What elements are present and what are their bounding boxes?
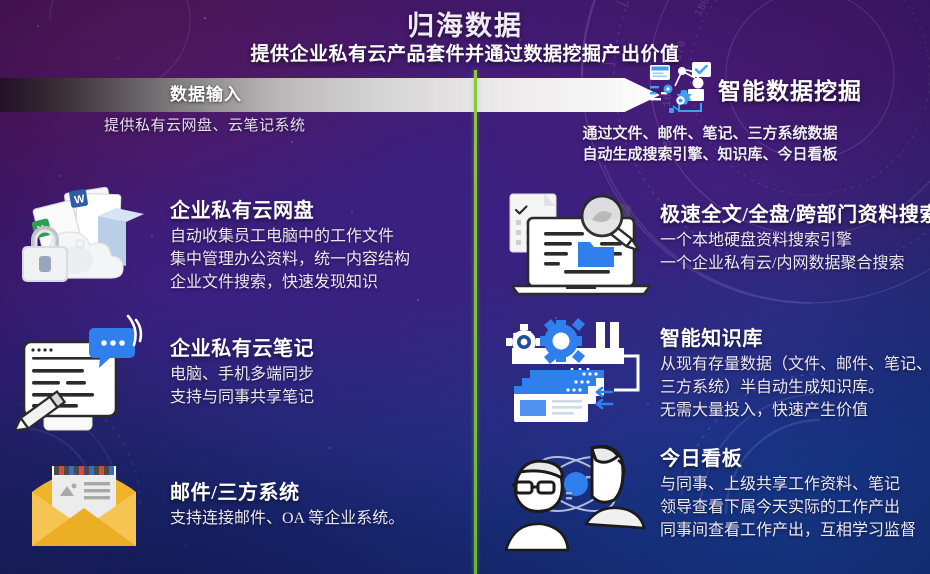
feature-knowledge-base-text: 智能知识库 从现有存量数据（文件、邮件、笔记、 三方系统）半自动生成知识库。 无… [660,322,930,422]
input-caption: 提供私有云网盘、云笔记系统 [104,118,306,134]
feature-today-board-line-0: 与同事、上级共享工作资料、笔记 [660,476,901,493]
column-divider [474,70,477,574]
data-mining-caption: 通过文件、邮件、笔记、三方系统数据 自动生成搜索引擎、知识库、今日看板 [490,124,930,166]
feature-mail-thirdparty: 邮件/三方系统 支持连接邮件、OA 等企业系统。 [8,448,468,558]
feature-cloud-drive-line-0: 自动收集员工电脑中的工作文件 [170,228,395,245]
laptop-magnifier-search-icon [509,193,652,296]
feature-fulltext-search-line-1: 一个企业私有云/内网数据聚合搜索 [660,255,905,272]
feature-cloud-drive-line-1: 集中管理办公资料，统一内容结构 [170,251,411,268]
data-mining-caption-line2: 自动生成搜索引擎、知识库、今日看板 [582,147,838,163]
flow-arrow-label: 数据输入 [170,85,242,104]
note-chat-pencil-icon [13,314,143,432]
two-people-network-icon [504,445,646,552]
gear-factory-database-icon [506,318,640,422]
data-mining-caption-line1: 通过文件、邮件、笔记、三方系统数据 [582,126,838,142]
cloud-lock-documents-icon: W X [22,186,144,282]
feature-cloud-notes-title: 企业私有云笔记 [170,338,315,360]
open-envelope-icon [32,466,136,546]
feature-today-board-title: 今日看板 [660,448,743,470]
page-subtitle: 提供企业私有云产品套件并通过数据挖掘产出价值 [250,44,680,65]
feature-knowledge-base-line-1: 三方系统）半自动生成知识库。 [660,379,885,396]
feature-cloud-notes-text: 企业私有云笔记 电脑、手机多端同步 支持与同事共享笔记 [170,332,314,409]
feature-mail-thirdparty-line-0: 支持连接邮件、OA 等企业系统。 [170,510,405,527]
data-mining-title: 智能数据挖掘 [718,79,862,104]
feature-cloud-notes-line-1: 支持与同事共享笔记 [170,389,315,406]
feature-fulltext-search-title: 极速全文/全盘/跨部门资料搜索 [660,204,930,226]
feature-knowledge-base-line-2: 无需大量投入，快速产生价值 [660,402,869,419]
svg-text:W: W [73,193,86,207]
feature-cloud-drive-text: 企业私有云网盘 自动收集员工电脑中的工作文件 集中管理办公资料，统一内容结构 企… [170,194,410,294]
feature-cloud-drive: W X 企业私有云网盘 自动收集员工电脑中的工作文件 集中管理办公资料，统一内容… [8,186,468,296]
feature-knowledge-base-line-0: 从现有存量数据（文件、邮件、笔记、 [660,356,930,373]
page-title: 归海数据 [407,11,523,41]
feature-fulltext-search-line-0: 一个本地硬盘资料搜索引擎 [660,232,853,249]
feature-knowledge-base: 智能知识库 从现有存量数据（文件、邮件、笔记、 三方系统）半自动生成知识库。 无… [500,312,930,434]
feature-mail-thirdparty-title: 邮件/三方系统 [170,482,300,504]
feature-today-board-line-1: 领导查看下属今天实际的工作产出 [660,499,901,516]
feature-today-board: 今日看板 与同事、上级共享工作资料、笔记 领导查看下属今天实际的工作产出 同事间… [500,436,930,566]
data-mining-gear-icon [650,62,711,113]
feature-cloud-notes-line-0: 电脑、手机多端同步 [170,366,315,383]
flow-arrow: 数据输入 [0,78,660,112]
feature-today-board-text: 今日看板 与同事、上级共享工作资料、笔记 领导查看下属今天实际的工作产出 同事间… [660,442,916,542]
feature-today-board-line-2: 同事间查看工作产出，互相学习监督 [660,522,917,539]
flow-arrow-shape [0,78,660,112]
feature-mail-thirdparty-text: 邮件/三方系统 支持连接邮件、OA 等企业系统。 [170,476,404,530]
feature-cloud-drive-title: 企业私有云网盘 [170,200,315,222]
feature-cloud-drive-line-2: 企业文件搜索，快速发现知识 [170,274,379,291]
feature-fulltext-search: 极速全文/全盘/跨部门资料搜索 一个本地硬盘资料搜索引擎 一个企业私有云/内网数… [500,190,930,300]
feature-knowledge-base-title: 智能知识库 [660,328,763,350]
feature-cloud-notes: 企业私有云笔记 电脑、手机多端同步 支持与同事共享笔记 [8,312,468,432]
feature-fulltext-search-text: 极速全文/全盘/跨部门资料搜索 一个本地硬盘资料搜索引擎 一个企业私有云/内网数… [660,198,930,275]
